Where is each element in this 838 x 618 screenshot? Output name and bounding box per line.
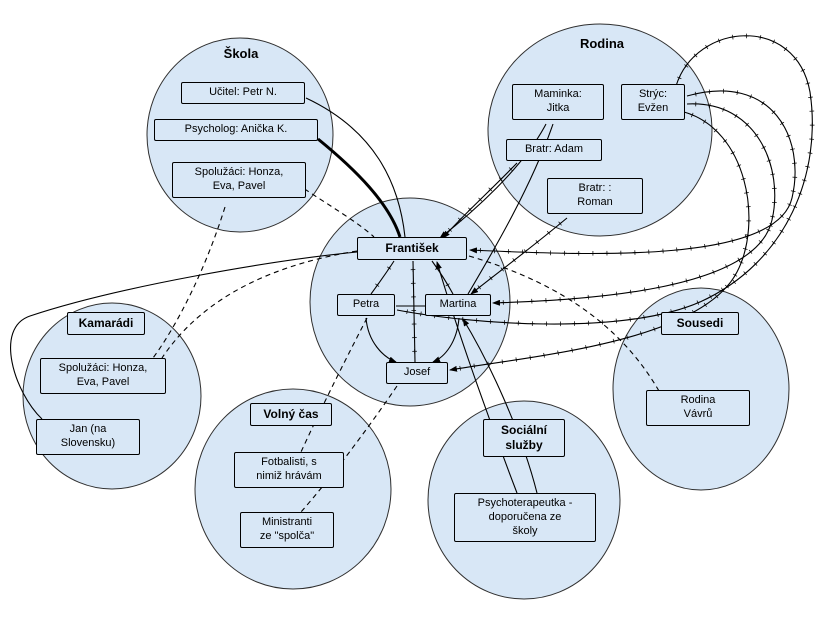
connection-frantisek-petra [370, 260, 395, 295]
node-psycholog[interactable]: Psycholog: Anička K. [154, 119, 318, 141]
connection-frantisek-rodina-vavru [468, 255, 660, 392]
connection-psychoterapeutka-martina [462, 318, 538, 494]
stress-tick-marks: + + + + + + + [443, 163, 515, 235]
connection-frantisek-fotbalisti [300, 317, 368, 453]
sousedi-circle[interactable] [612, 287, 790, 491]
node-ucitel[interactable]: Učitel: Petr N. [181, 82, 305, 104]
volny-cas-label[interactable]: Volný čas [250, 403, 332, 426]
node-rodina-vavru[interactable]: Rodina Vávrů [646, 390, 750, 426]
connection-psycholog-frantisek [317, 137, 402, 238]
connection-martina-josef [432, 317, 460, 363]
socialni-sluzby-label[interactable]: Sociální služby [483, 419, 565, 457]
connection-stryc-frantisek [469, 90, 796, 255]
connection-stryc-martina [492, 103, 776, 306]
rodina-circle[interactable] [487, 23, 713, 237]
connection-frantisek-ministranti [300, 385, 398, 513]
connection-psychoterapeutka-frantisek [436, 261, 518, 494]
node-ministranti[interactable]: Ministranti ze "spolča" [240, 512, 334, 548]
node-frantisek[interactable]: František [357, 237, 467, 260]
node-stryc[interactable]: Strýc: Evžen [621, 84, 685, 120]
node-bratr-adam[interactable]: Bratr: Adam [506, 139, 602, 161]
connection-stryc-petra [396, 35, 813, 325]
node-spoluzaci-skola[interactable]: Spolužáci: Honza, Eva, Pavel [172, 162, 306, 198]
node-petra[interactable]: Petra [337, 294, 395, 316]
rodina-label: Rodina [579, 36, 625, 51]
node-psychoterapeutka[interactable]: Psychoterapeutka - doporučena ze školy [454, 493, 596, 543]
connection-jan-frantisek [10, 251, 358, 420]
node-martina[interactable]: Martina [425, 294, 491, 316]
sousedi-label[interactable]: Sousedi [661, 312, 739, 335]
node-jan[interactable]: Jan (na Slovensku) [36, 419, 140, 455]
node-maminka[interactable]: Maminka: Jitka [512, 84, 604, 120]
node-bratr-roman[interactable]: Bratr: : Roman [547, 178, 643, 214]
node-josef[interactable]: Josef [386, 362, 448, 384]
kamaradi-label[interactable]: Kamarádi [67, 312, 145, 335]
connection-stryc-josef [449, 111, 750, 372]
node-spoluzaci-kamaradi[interactable]: Spolužáci: Honza, Eva, Pavel [40, 358, 166, 394]
connection-adam-frantisek [442, 162, 518, 239]
connection-spoluzaci-skola-spoluzaci-kamaradi [152, 206, 226, 359]
connection-frantisek-spoluzaci-kamaradi [161, 250, 358, 359]
connection-spoluzaci-skola-frantisek [296, 183, 375, 238]
connection-ucitel-frantisek [305, 97, 406, 238]
skola-label: Škola [223, 46, 259, 61]
connection-roman-martina [470, 217, 568, 295]
connection-petra-josef [365, 317, 397, 363]
stress-tick-marks: + + + + + + + [407, 267, 419, 355]
connection-frantisek-martina [431, 260, 454, 295]
node-fotbalisti[interactable]: Fotbalisti, s nimiž hrávám [234, 452, 344, 488]
connection-frantisek-josef [412, 260, 416, 363]
